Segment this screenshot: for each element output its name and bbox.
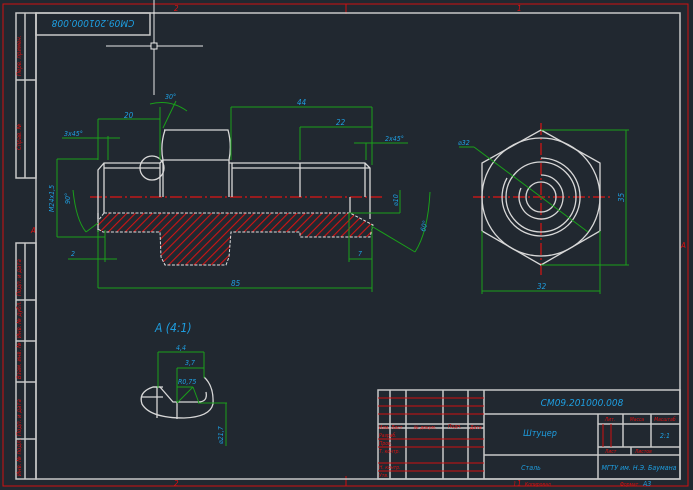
tb-role-razrab: Разраб. — [379, 432, 397, 439]
zone-bottom-left: 2 — [174, 479, 179, 488]
dim-85: 85 — [231, 279, 241, 288]
zone-left-mark: А — [30, 226, 36, 235]
zone-bottom-right: 1 — [517, 479, 522, 488]
tb-col-podp: Подп. — [448, 424, 462, 430]
dim-detail-4-4: 4,4 — [176, 344, 186, 352]
tb-massa-label: Масса — [630, 417, 645, 423]
zone-top-left: 2 — [174, 4, 179, 13]
format-label: Формат — [620, 482, 639, 488]
dim-thread-m24: M24x1,5 — [48, 185, 56, 212]
tb-role-tkontr: Т. контр. — [379, 449, 400, 455]
dim-angle-30: 30° — [165, 93, 176, 101]
side-stamp-vzam-inv: Взам. инв. № — [16, 342, 23, 379]
title-block-red-rows — [378, 397, 484, 472]
main-view[interactable] — [90, 129, 382, 266]
mirrored-designation: СМ09.201000.008 — [51, 17, 134, 28]
inner-frame — [15, 12, 681, 480]
dim-44: 44 — [297, 98, 307, 107]
tb-role-prov: Пров. — [379, 441, 392, 447]
dim-angle-90: 90° — [64, 193, 72, 204]
title-scale: 2:1 — [660, 432, 670, 440]
tb-col-data: Дата — [469, 425, 482, 431]
copied-label: Копировал — [525, 482, 551, 488]
dim-detail-dia-21-7: ⌀21,7 — [217, 426, 225, 444]
title-organization: МГТУ им. Н.Э. Баумана — [601, 464, 676, 472]
tb-masshtab-label: Масштаб — [654, 416, 676, 423]
tb-col-list: Лист — [390, 425, 403, 431]
crosshair-cursor-icon — [106, 0, 203, 95]
sheet-number: 1 — [513, 481, 516, 488]
dim-detail-3-7: 3,7 — [185, 359, 195, 367]
dim-detail-radius: R0,75 — [178, 378, 196, 386]
dim-20: 20 — [124, 111, 134, 120]
dim-dia-10: ⌀10 — [392, 194, 400, 206]
tb-sheets-label: Листов — [634, 449, 652, 455]
dim-7: 7 — [358, 250, 362, 258]
format-value: А3 — [642, 480, 651, 488]
side-view-dimensions — [459, 129, 629, 294]
tb-role-nkontr: Н. контр. — [379, 465, 401, 471]
main-section-hatch — [97, 212, 374, 266]
tb-col-izm: Изм. — [379, 425, 390, 431]
side-stamp-perv-primen: Перв. примен. — [16, 35, 23, 76]
title-block — [377, 389, 681, 480]
side-stamp-sprav-no: Справ. № — [16, 123, 23, 150]
dim-chamfer-3x45: 3x45° — [64, 130, 83, 138]
tb-lit-label: Лит. — [604, 417, 615, 423]
side-stamp-inv-dubl: Инв. № дубл. — [16, 301, 23, 338]
dim-width-32: 32 — [537, 282, 547, 291]
zone-right-mark: А — [680, 241, 686, 250]
side-stamp-podp-data-1: Подп. и дата — [16, 259, 23, 296]
side-stamp-inv-podl: Инв. № подл. — [16, 439, 23, 476]
side-view[interactable] — [473, 123, 612, 277]
tb-role-utv: Утв. — [379, 473, 388, 479]
zone-top-right: 1 — [517, 4, 522, 13]
dim-22: 22 — [336, 118, 346, 127]
detail-view-title: А (4:1) — [154, 321, 192, 335]
dim-height-35: 35 — [617, 192, 626, 202]
side-stamp-podp-data-2: Подп. и дата — [16, 399, 23, 436]
tb-col-doc: № докум. — [413, 425, 436, 431]
title-material: Сталь — [521, 464, 541, 472]
dim-angle-60: 60° — [419, 220, 430, 233]
detail-view-dimensions — [157, 351, 227, 446]
tb-sheet-label: Лист — [604, 449, 617, 455]
dim-dia-32: ⌀32 — [458, 139, 470, 147]
title-part-name: Штуцер — [523, 429, 557, 439]
title-designation: СМ09.201000.008 — [541, 398, 624, 409]
dim-chamfer-2x45: 2x45° — [385, 135, 404, 143]
main-view-dimensions — [56, 100, 431, 292]
dim-2: 2 — [71, 250, 75, 258]
main-outline-upper — [97, 129, 371, 219]
